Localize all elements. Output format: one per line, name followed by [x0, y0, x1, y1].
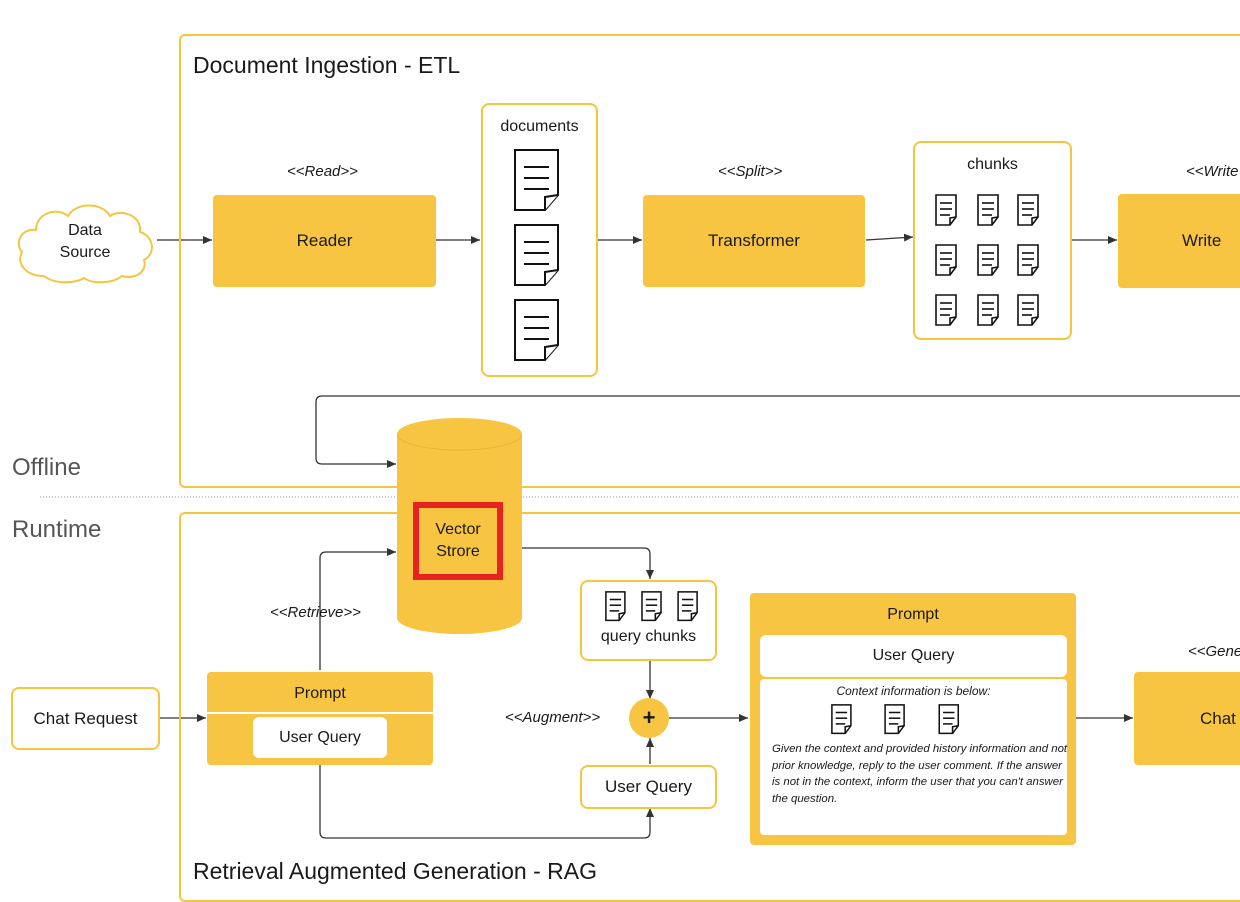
transformer-node[interactable]: Transformer	[643, 195, 865, 287]
data-source-label: Data Source	[59, 222, 111, 261]
generate-stereotype: <<Gene	[1188, 643, 1240, 660]
context-panel	[760, 679, 1067, 835]
plus-icon: +	[629, 698, 669, 738]
prompt-divider	[207, 712, 433, 714]
reader-node[interactable]: Reader	[213, 195, 436, 287]
split-stereotype: <<Split>>	[718, 163, 783, 180]
writer-node[interactable]: Write	[1118, 194, 1240, 288]
document-icon	[935, 194, 1039, 326]
retrieve-stereotype: <<Retrieve>>	[270, 604, 361, 621]
prompt-title: Prompt	[294, 685, 346, 702]
runtime-label: Runtime	[12, 516, 102, 543]
document-icon	[605, 591, 698, 622]
chunks-label: chunks	[967, 156, 1018, 173]
augmented-prompt-user-query: User Query	[760, 635, 1067, 677]
query-chunks-label: query chunks	[600, 628, 697, 645]
vector-store-highlight	[413, 502, 503, 580]
cylinder-icon	[397, 418, 522, 634]
vector-store-label[interactable]: Vector Strore	[435, 521, 481, 560]
read-stereotype: <<Read>>	[287, 163, 358, 180]
augmented-prompt-title: Prompt	[887, 606, 939, 623]
augment-stereotype: <<Augment>>	[505, 709, 601, 726]
data-source-node[interactable]: Data Source	[12, 198, 158, 288]
connector-lines	[40, 233, 1240, 839]
prompt-instructions-text: Given the context and provided history i…	[772, 743, 1068, 805]
etl-title: Document Ingestion - ETL	[193, 52, 461, 78]
chat-node[interactable]: Chat	[1134, 672, 1240, 765]
user-query-node[interactable]: User Query	[580, 765, 717, 809]
prompt-user-query: User Query	[253, 717, 387, 758]
context-info-text: Context information is below:	[836, 684, 991, 698]
documents-label: documents	[500, 118, 579, 135]
cloud-icon	[17, 204, 153, 284]
write-stereotype: <<Write	[1186, 163, 1239, 180]
document-icon	[514, 149, 559, 361]
rag-title: Retrieval Augmented Generation - RAG	[193, 858, 597, 884]
offline-label: Offline	[12, 454, 81, 481]
document-icon	[831, 704, 960, 735]
chat-request-node[interactable]: Chat Request	[11, 687, 160, 750]
etl-frame	[179, 34, 1240, 488]
